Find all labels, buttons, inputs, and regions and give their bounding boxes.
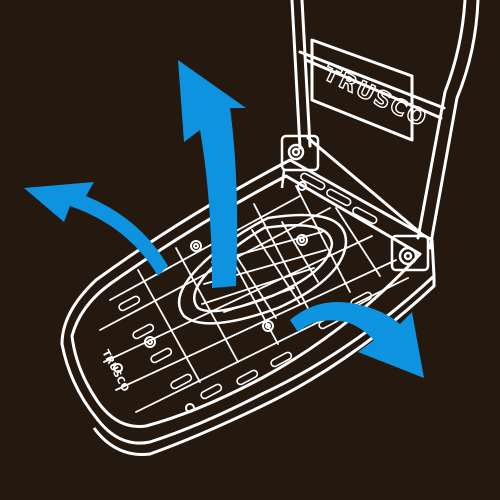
base-plate: TRUSCO xyxy=(99,348,130,394)
base-label: TRUSCO xyxy=(99,348,130,394)
arrow-down-right-icon xyxy=(290,302,424,378)
deck-holes xyxy=(113,181,308,413)
handle-frame xyxy=(290,0,480,250)
hinge-left xyxy=(280,134,320,189)
cart-deck xyxy=(60,158,436,456)
arrow-up-icon xyxy=(178,60,246,288)
arrow-up-left-icon xyxy=(24,182,168,276)
